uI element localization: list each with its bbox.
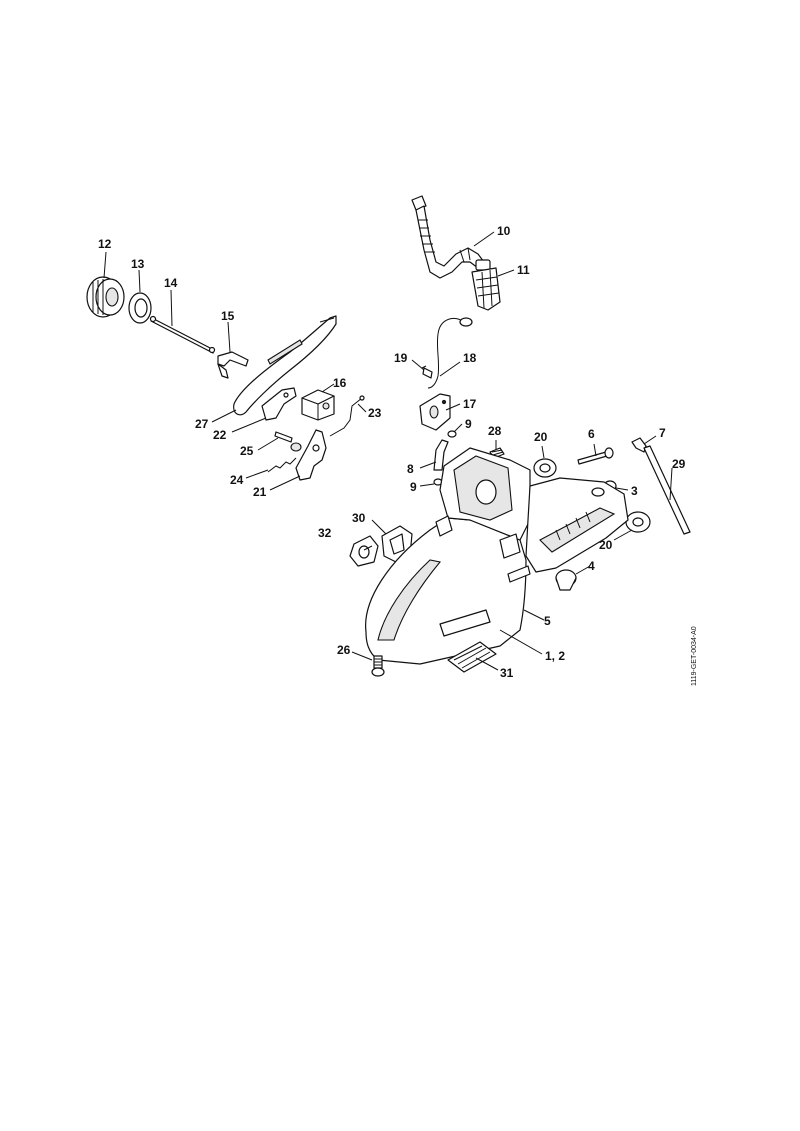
callout-17: 17 — [463, 397, 477, 411]
part-6-screw — [577, 447, 614, 465]
leader-lines — [103, 231, 673, 671]
part-15-clip — [217, 351, 249, 379]
part-9-grommet-top — [447, 430, 457, 438]
part-26-screw — [371, 655, 385, 677]
callout-3: 3 — [631, 484, 638, 498]
document-code: 1119-GET-0034-A0 — [691, 626, 698, 686]
callout-18: 18 — [463, 351, 477, 365]
callout-19: 19 — [394, 351, 408, 365]
part-32-plate — [349, 535, 379, 567]
part-10-fuel-hose — [411, 195, 485, 279]
part-14-rod — [149, 315, 216, 354]
callout-14: 14 — [164, 276, 178, 290]
part-8-hose — [433, 439, 449, 471]
callout-25: 25 — [240, 444, 254, 458]
callout-20-top: 20 — [534, 430, 548, 444]
part-27-handle — [233, 315, 337, 416]
callout-22: 22 — [213, 428, 227, 442]
callout-5: 5 — [544, 614, 551, 628]
callout-31: 31 — [500, 666, 514, 680]
callout-6: 6 — [588, 427, 595, 441]
callout-28: 28 — [488, 424, 502, 438]
part-20-ring-top — [533, 458, 557, 478]
callout-13: 13 — [131, 257, 145, 271]
part-17-bracket — [419, 393, 451, 431]
callout-23: 23 — [368, 406, 382, 420]
part-18-cable — [427, 317, 473, 389]
callout-27: 27 — [195, 417, 209, 431]
callout-15: 15 — [221, 309, 235, 323]
callout-10: 10 — [497, 224, 511, 238]
callout-30: 30 — [352, 511, 366, 525]
part-22-lever — [261, 387, 297, 421]
part-4-plug — [555, 569, 577, 591]
part-29-tube — [643, 445, 691, 535]
callout-8: 8 — [407, 462, 414, 476]
callout-24: 24 — [230, 473, 244, 487]
callout-32: 32 — [318, 526, 332, 540]
part-31-pad — [447, 641, 497, 673]
part-16-block — [301, 389, 335, 421]
callout-16: 16 — [333, 376, 347, 390]
callout-labels: 12 13 14 15 27 22 16 23 25 24 21 10 11 1… — [98, 224, 686, 680]
part-24-spring — [267, 457, 297, 473]
callout-26: 26 — [337, 643, 351, 657]
callout-4: 4 — [588, 559, 595, 573]
callout-7: 7 — [659, 426, 666, 440]
part-13-washer — [128, 292, 152, 324]
part-19-screw — [421, 365, 433, 379]
part-11-filter — [471, 259, 501, 311]
part-23-spring — [329, 395, 365, 437]
callout-9-bottom: 9 — [410, 480, 417, 494]
callout-12: 12 — [98, 237, 112, 251]
callout-29: 29 — [672, 457, 686, 471]
part-7-connector — [631, 437, 647, 453]
callout-11: 11 — [517, 263, 530, 277]
part-20-ring-bottom — [625, 511, 651, 533]
callout-9-top: 9 — [465, 417, 472, 431]
part-21-trigger — [290, 429, 327, 481]
callout-1-2: 1, 2 — [545, 649, 565, 663]
callout-20-bottom: 20 — [599, 538, 613, 552]
part-25-pin — [274, 431, 293, 443]
callout-21: 21 — [253, 485, 267, 499]
part-5-housing — [365, 447, 629, 665]
part-12-cap — [86, 276, 125, 318]
